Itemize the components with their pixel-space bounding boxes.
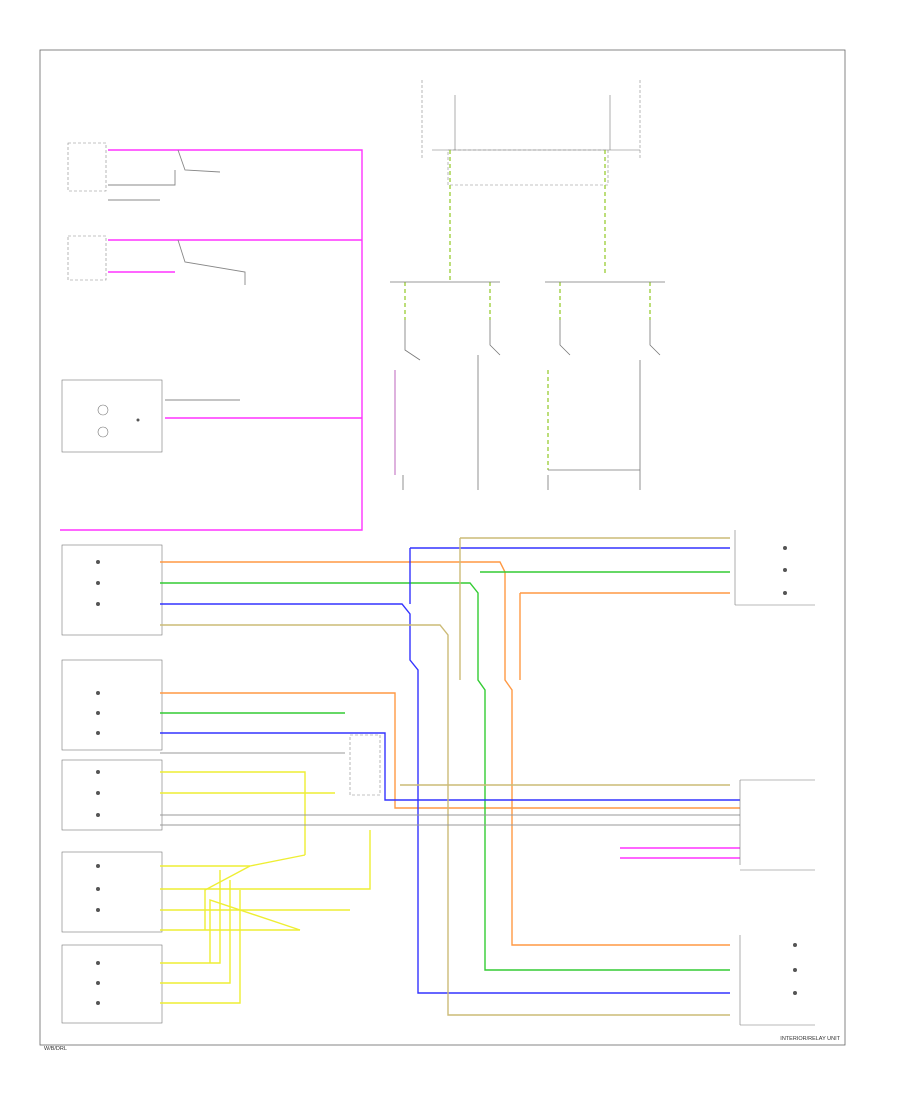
pink-wire-group [60, 149, 363, 531]
upper-right-relay-group [421, 80, 641, 186]
pin-icon [96, 864, 100, 868]
terminal-icon [793, 991, 797, 995]
terminal-icon [793, 968, 797, 972]
pin-icon [96, 770, 100, 774]
connector-block-2 [61, 659, 163, 751]
power-bus [447, 149, 609, 186]
yellow-wire [209, 899, 301, 963]
gray-wire [177, 239, 246, 285]
terminal-icon [783, 591, 787, 595]
right-module-group [734, 530, 815, 1026]
yellow-wire [249, 854, 306, 867]
connector-block-4 [61, 851, 163, 933]
orange-wire [160, 692, 740, 809]
gray-wire-group-upper [108, 149, 246, 401]
connector-block-3 [61, 759, 163, 831]
connector-block-5 [61, 944, 163, 1024]
yellow-wire [160, 880, 231, 984]
gray-wire [177, 149, 221, 173]
relay-wire [649, 320, 661, 356]
connector-pin-group [96, 560, 100, 1005]
yellow-green-feed-group [404, 150, 651, 470]
lamp-icon [97, 426, 109, 438]
pin-icon [96, 791, 100, 795]
terminal-icon [783, 568, 787, 572]
pin-icon [96, 602, 100, 606]
lower-left-connector-group [61, 544, 381, 1024]
ground-node-icon [136, 418, 140, 422]
footer-left-label: W/B/DRL [44, 1046, 67, 1052]
upper-left-switch-group [60, 142, 360, 531]
connector-block-1 [61, 544, 163, 636]
switch-block-middle [67, 235, 107, 281]
pin-icon [96, 560, 100, 564]
pin-icon [96, 731, 100, 735]
yellow-wire [204, 865, 251, 930]
tan-wire [160, 624, 730, 1016]
pin-icon [96, 691, 100, 695]
pin-icon [96, 961, 100, 965]
green-wire [160, 582, 730, 971]
pin-icon [96, 1001, 100, 1005]
yellow-wire [160, 890, 241, 1004]
terminal-icon [783, 546, 787, 550]
pin-icon [96, 581, 100, 585]
diagram-frame [39, 49, 846, 1046]
relay-wire [404, 320, 421, 361]
switch-block-upper [67, 142, 107, 192]
relay-wire [559, 320, 571, 356]
yellow-wire [160, 870, 221, 964]
splice-box [349, 734, 381, 796]
pin-icon [96, 711, 100, 715]
main-harness-group [160, 537, 740, 1016]
lamp-icon [97, 404, 109, 416]
pink-wire [60, 149, 363, 531]
lamp-block [61, 379, 163, 453]
footer-right-label: INTERIOR/RELAY UNIT [780, 1036, 840, 1042]
pin-icon [96, 908, 100, 912]
blue-wire [160, 603, 730, 994]
pin-icon [96, 813, 100, 817]
relay-wire [489, 320, 501, 356]
yellow-wire [160, 771, 306, 855]
gray-wire [108, 170, 176, 186]
pin-icon [96, 981, 100, 985]
orange-wire [160, 561, 730, 946]
yellow-wire [160, 830, 371, 890]
blue-wire [160, 732, 740, 801]
relay-wire-group [390, 281, 665, 490]
terminal-icon [793, 943, 797, 947]
pin-icon [96, 887, 100, 891]
